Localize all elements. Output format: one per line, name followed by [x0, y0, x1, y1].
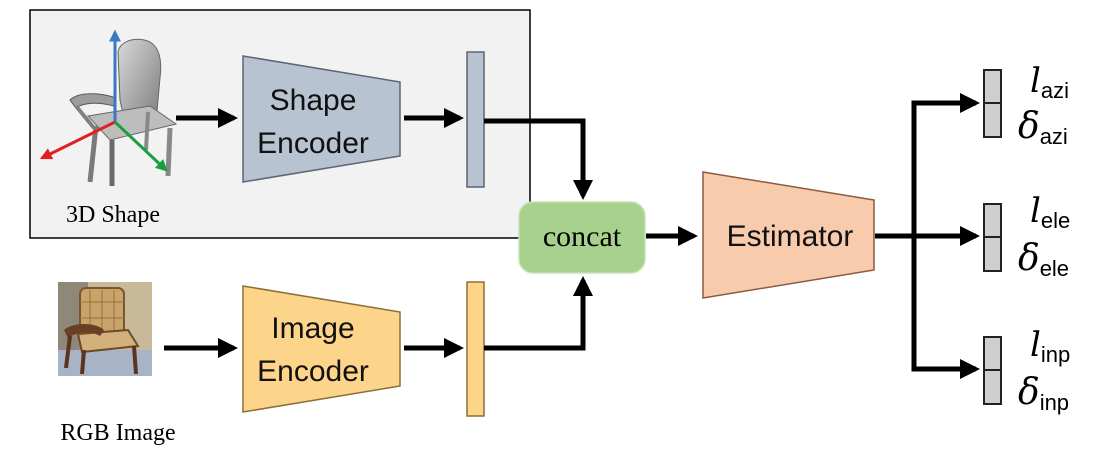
- image-encoder-line2: Encoder: [257, 355, 369, 388]
- rgb-chair-photo: [58, 282, 152, 376]
- label-delta-azi: δazi: [1018, 106, 1068, 149]
- image-encoder-line1: Image: [271, 312, 354, 345]
- shape-encoder-line1: Shape: [270, 84, 357, 117]
- estimator: [702, 171, 875, 299]
- output-head-azi: [983, 69, 1002, 138]
- arrow-shape-feature-to-concat: [484, 118, 593, 200]
- estimator-label: Estimator: [727, 220, 854, 253]
- label-delta-inp: δinp: [1018, 372, 1069, 415]
- image-encoder: [242, 285, 401, 413]
- coordinate-axes-icon: [39, 29, 168, 172]
- image-feature-vector: [466, 281, 485, 417]
- output-head-inp: [983, 336, 1002, 405]
- shape-encoder-line2: Encoder: [257, 127, 369, 160]
- shape-encoder: [242, 55, 401, 183]
- arrow-image-feature-to-concat: [484, 276, 593, 351]
- concat-block: [518, 201, 646, 274]
- label-delta-ele: δele: [1018, 238, 1069, 281]
- output-branches: [875, 93, 980, 379]
- label-l-azi: lazi: [1030, 61, 1069, 103]
- label-l-inp: linp: [1030, 325, 1070, 367]
- shape-feature-vector: [466, 51, 485, 188]
- image-caption: RGB Image: [60, 420, 175, 446]
- label-l-ele: lele: [1030, 191, 1070, 233]
- output-head-ele: [983, 203, 1002, 272]
- concat-label: concat: [543, 220, 622, 253]
- shape-caption: 3D Shape: [66, 202, 160, 228]
